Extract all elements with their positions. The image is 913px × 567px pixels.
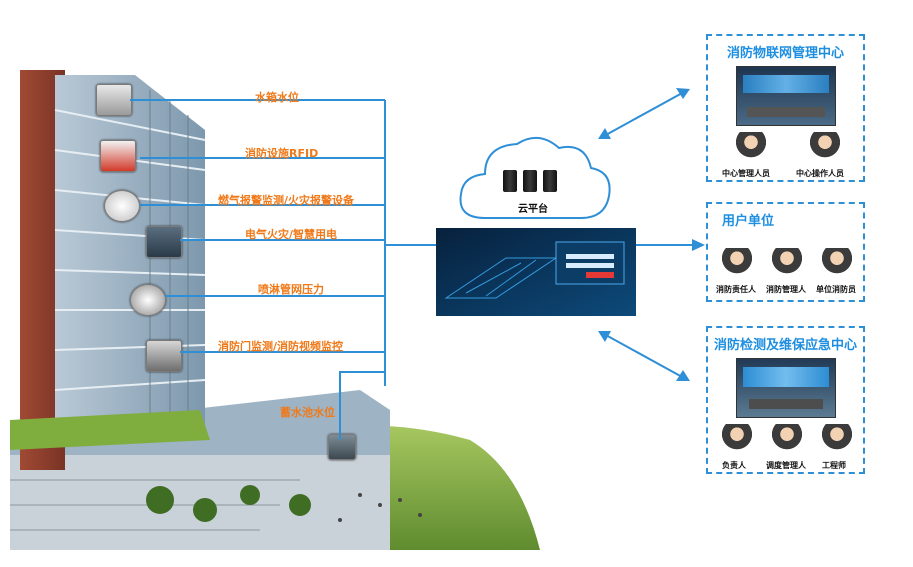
facility-rfid-label: 消防设施RFID (245, 147, 319, 160)
fire-extinguisher-icon (100, 140, 136, 172)
pressure-gauge-icon (130, 284, 166, 316)
cloud-platform-label: 云平台 (518, 204, 548, 215)
server-icon (543, 170, 557, 192)
operator-avatar (764, 424, 810, 458)
person-label: 中心操作人员 (796, 169, 844, 178)
water-tank-label: 水箱水位 (255, 91, 299, 104)
reservoir-level-label: 蓄水池水位 (280, 406, 335, 419)
person-label: 消防管理人 (766, 285, 806, 294)
person-label: 消防责任人 (716, 285, 756, 294)
fire-door-video-label: 消防门监测/消防视频监控 (218, 340, 344, 353)
sprinkler-pressure-label: 喷淋管网压力 (258, 283, 324, 296)
iot-center-panel: 消防物联网管理中心 中心管理人员 中心操作人员 (706, 34, 865, 182)
operator-avatar (814, 248, 860, 282)
reservoir-sensor-icon (328, 434, 356, 460)
person-label: 调度管理人 (766, 461, 806, 470)
operator-avatar (814, 424, 860, 458)
person-label: 中心管理人员 (722, 169, 770, 178)
electrical-fire-label: 电气火灾/智慧用电 (245, 228, 338, 241)
fire-door-camera-icon (146, 340, 182, 372)
electrical-monitor-icon (146, 226, 182, 258)
platform-screenshot (436, 228, 636, 316)
maintenance-center-panel: 消防检测及维保应急中心 负责人 调度管理人 工程师 (706, 326, 865, 474)
server-icon (503, 170, 517, 192)
person-label: 单位消防员 (816, 285, 856, 294)
operator-avatar (802, 132, 848, 166)
smoke-detector-icon (104, 190, 140, 222)
person-label: 工程师 (822, 461, 846, 470)
control-room-image (736, 358, 836, 418)
server-icon (523, 170, 537, 192)
iot-center-title: 消防物联网管理中心 (726, 46, 844, 61)
operator-avatar (714, 248, 760, 282)
control-room-image (736, 66, 836, 126)
person-label: 负责人 (722, 461, 746, 470)
user-unit-title: 用户单位 (722, 214, 775, 229)
gas-fire-alarm-label: 燃气报警监测/火灾报警设备 (218, 194, 355, 207)
operator-avatar (764, 248, 810, 282)
user-unit-panel: 用户单位 消防责任人 消防管理人 单位消防员 (706, 202, 865, 302)
maintenance-center-title: 消防检测及维保应急中心 (713, 338, 857, 353)
operator-avatar (728, 132, 774, 166)
operator-avatar (714, 424, 760, 458)
